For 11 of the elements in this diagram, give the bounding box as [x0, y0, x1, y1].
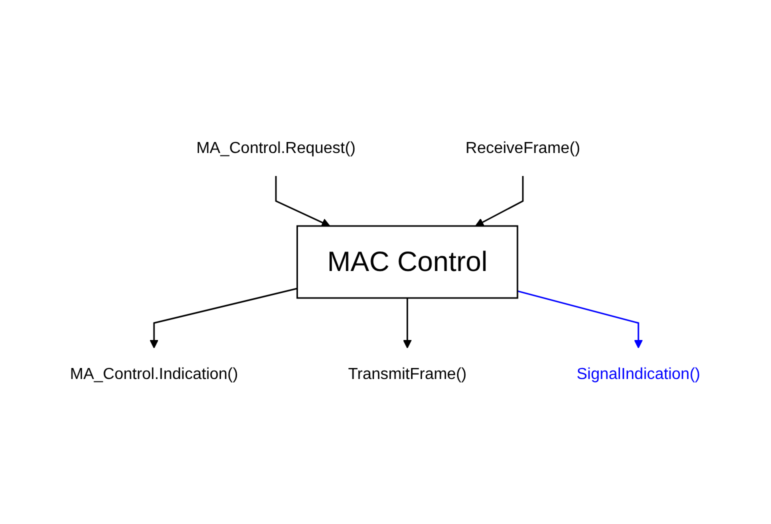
arrow [150, 288, 298, 348]
arrow [518, 290, 644, 348]
node-box: MAC Control [296, 225, 519, 299]
arrow [476, 176, 524, 226]
arrow [403, 298, 412, 348]
node-text: SignalIndication() [576, 366, 701, 383]
node-text: MA_Control.Request() [196, 140, 356, 157]
node-text: ReceiveFrame() [466, 140, 581, 157]
node-text: TransmitFrame() [348, 366, 467, 383]
node-text: MA_Control.Indication() [70, 366, 238, 383]
arrow [276, 176, 331, 227]
